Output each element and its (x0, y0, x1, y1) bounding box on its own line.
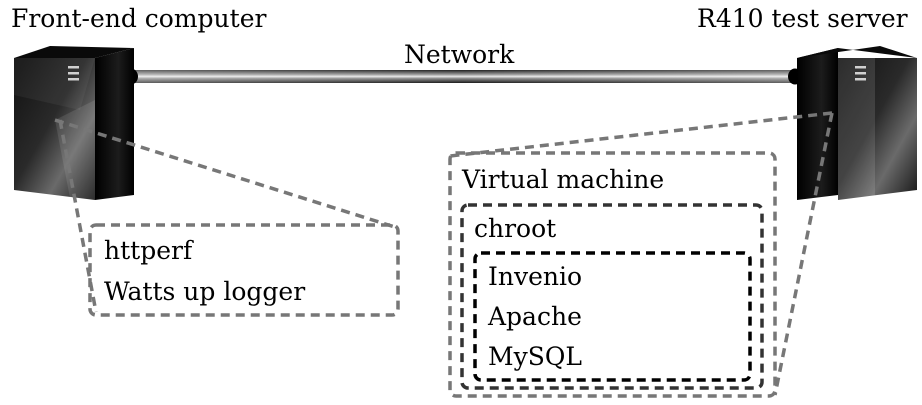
front-end-software-box (88, 223, 400, 317)
server-tower-icon (797, 46, 917, 200)
chroot-label: chroot (474, 214, 557, 243)
front-end-callout-lines (54, 118, 399, 313)
front-end-title: Front-end computer (11, 4, 267, 33)
chroot-box (460, 203, 764, 390)
stack-item-mysql: MySQL (488, 342, 582, 371)
front-end-tower-icon (14, 46, 134, 200)
virtual-machine-box (448, 151, 777, 398)
software-item-httperf: httperf (104, 236, 193, 265)
stack-item-invenio: Invenio (488, 262, 583, 291)
software-item-watts-up-logger: Watts up logger (104, 277, 306, 306)
stack-item-apache: Apache (488, 302, 582, 331)
server-title: R410 test server (697, 4, 908, 33)
virtual-machine-label: Virtual machine (462, 165, 665, 194)
network-label: Network (404, 40, 515, 69)
network-cable (124, 68, 802, 85)
server-callout-lines (449, 111, 834, 396)
application-stack-box (473, 251, 752, 382)
